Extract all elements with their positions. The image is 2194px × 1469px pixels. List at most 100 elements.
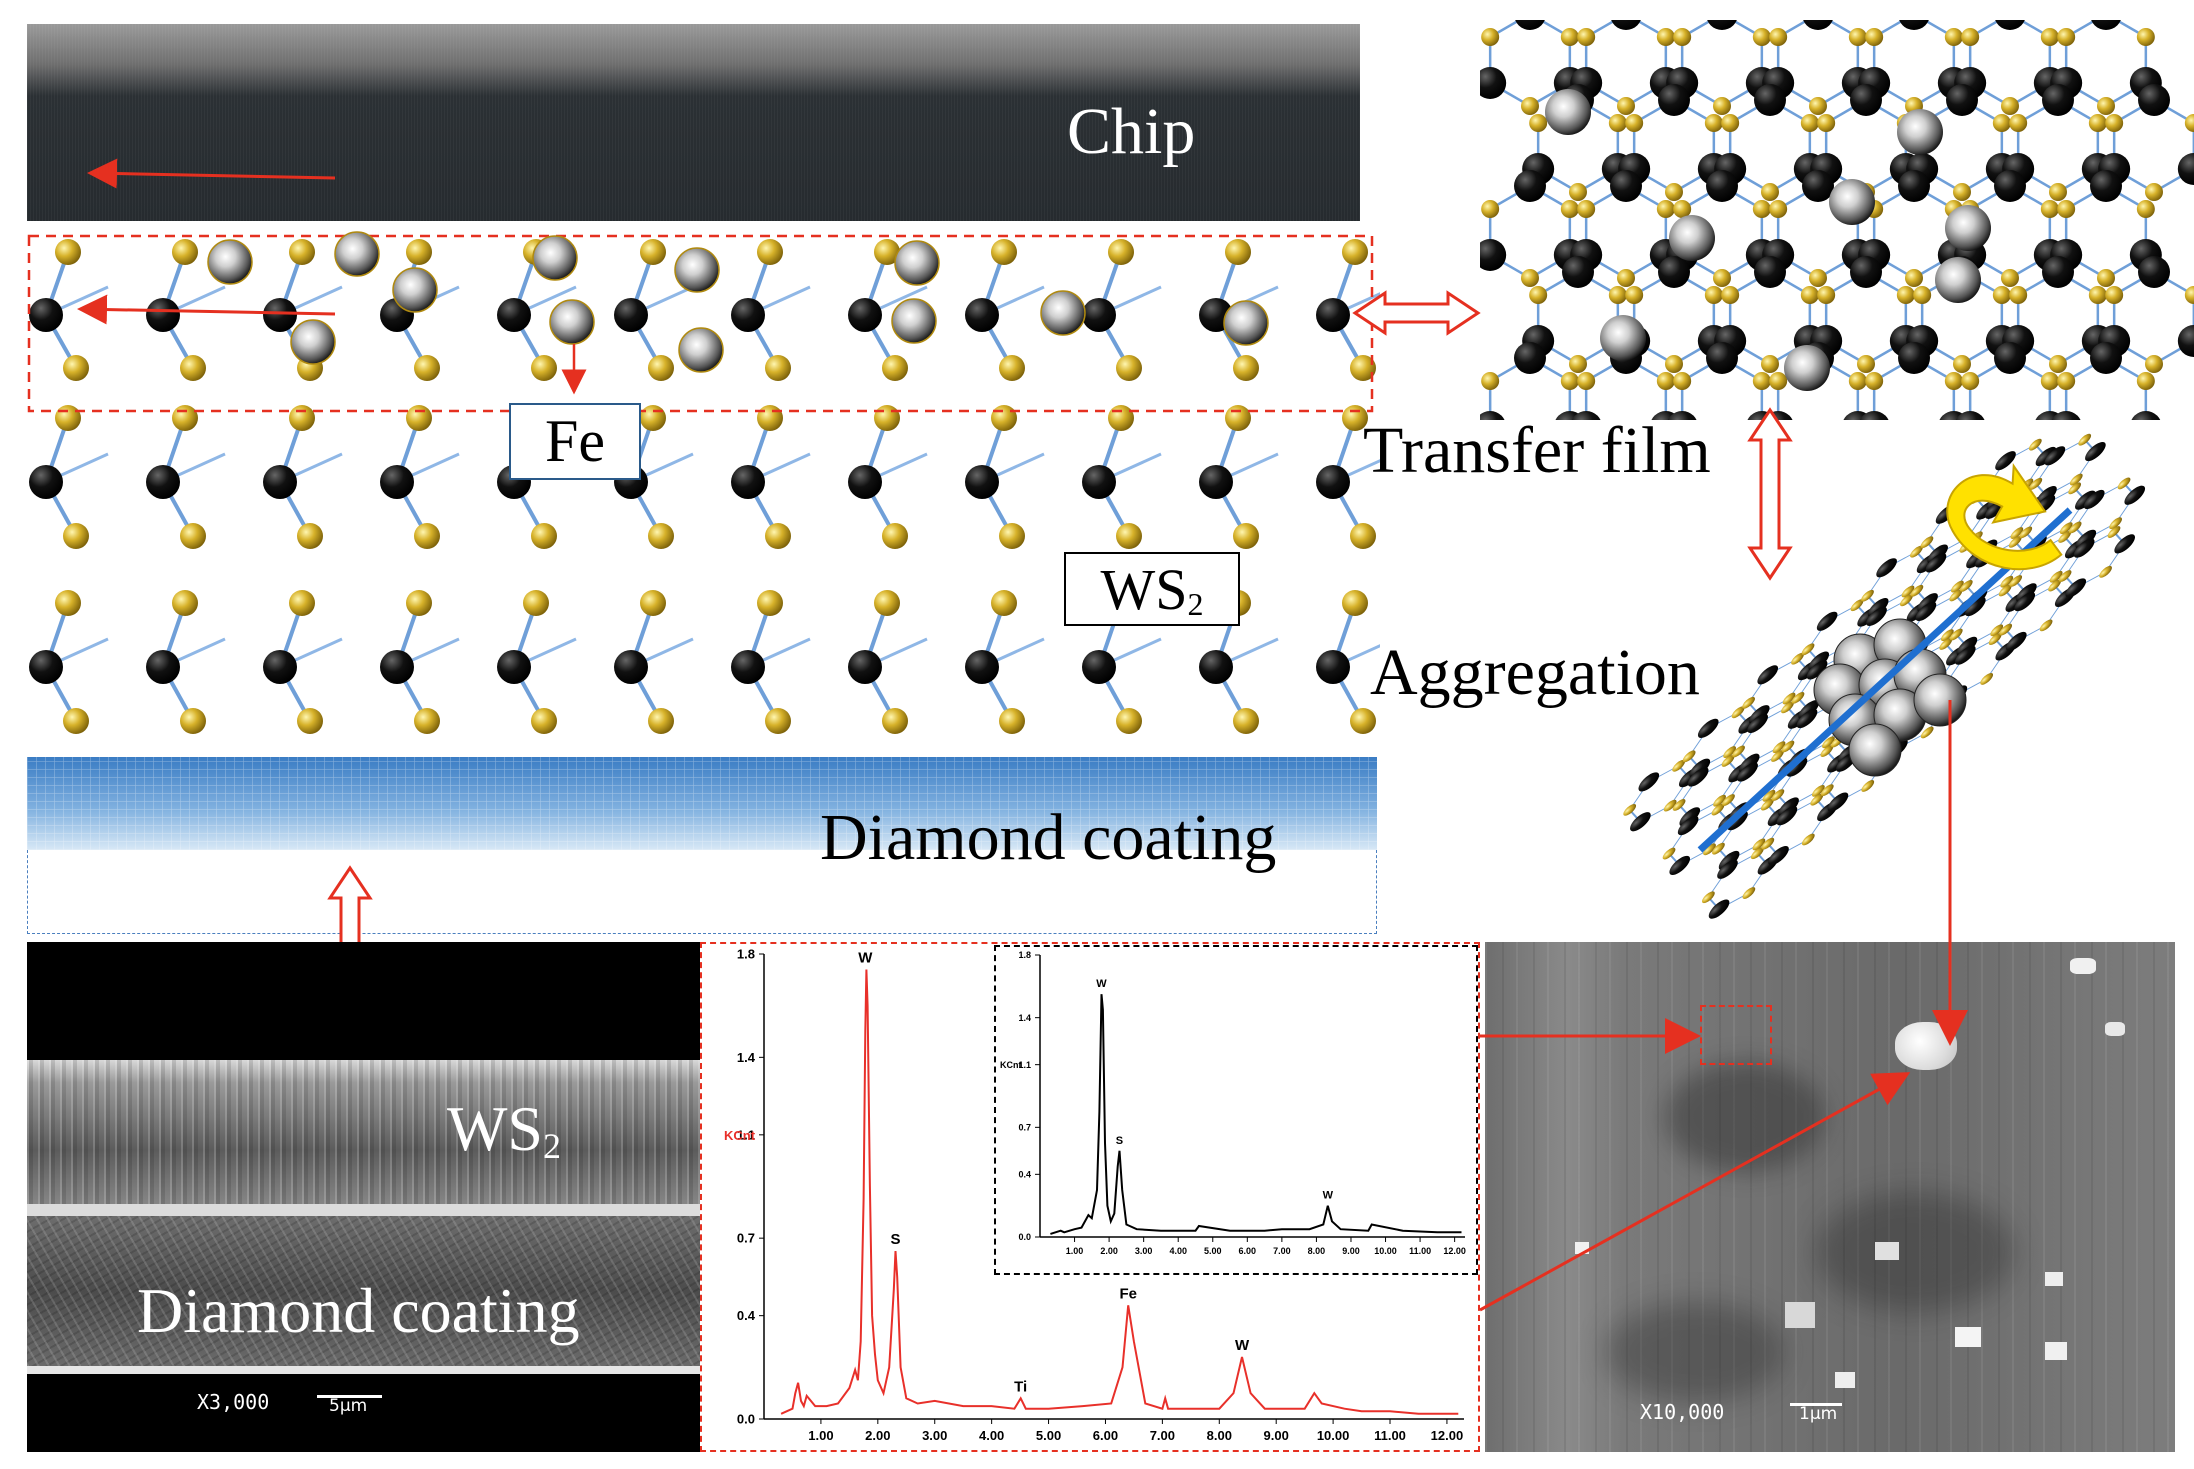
tungsten-atom: [497, 650, 531, 684]
sulfur-atom: [1857, 355, 1875, 373]
peak-label: W: [1096, 978, 1107, 990]
sulfur-atom: [1761, 837, 1775, 850]
tungsten-atom: [263, 465, 297, 499]
tungsten-atom: [1995, 20, 2025, 30]
sulfur-atom: [648, 708, 674, 734]
tungsten-atom: [1727, 811, 1748, 831]
fe-particles-layer: [207, 231, 1269, 373]
sulfur-atom: [2145, 355, 2163, 373]
tungsten-atom: [2042, 256, 2074, 288]
sulfur-atom: [1760, 798, 1774, 811]
sulfur-atom: [2057, 372, 2076, 390]
double-arrow-horizontal: [1352, 290, 1481, 336]
sulfur-atom: [1225, 239, 1251, 265]
tungsten-atom: [731, 650, 765, 684]
sem-ws2-columns: [27, 1060, 707, 1210]
sulfur-atom: [63, 523, 89, 549]
sulfur-atom: [1721, 754, 1735, 767]
sulfur-atom: [2136, 200, 2155, 218]
tungsten-atom: [1480, 67, 1507, 99]
sulfur-atom: [1761, 355, 1779, 373]
tungsten-atom: [146, 465, 180, 499]
sulfur-atom: [1999, 623, 2012, 636]
tungsten-atom: [146, 650, 180, 684]
tungsten-atom: [2073, 538, 2095, 558]
tungsten-atom: [1827, 792, 1849, 812]
sulfur-atom: [1800, 286, 1819, 304]
sulfur-atom: [1944, 28, 1963, 46]
diamond-coating-top-label: Diamond coating: [820, 801, 1277, 874]
tungsten-atom: [2177, 153, 2194, 185]
y-tick-label: 0.0: [1018, 1232, 1031, 1242]
sem-left-scale-label: 5μm: [329, 1396, 368, 1416]
tungsten-atom: [1611, 20, 1641, 30]
sulfur-atom: [757, 239, 783, 265]
sulfur-atom: [882, 708, 908, 734]
sulfur-atom: [1608, 286, 1627, 304]
sulfur-atom: [1711, 803, 1725, 816]
tungsten-atom: [848, 298, 882, 332]
chip-label: Chip: [1067, 95, 1196, 168]
tungsten-atom: [965, 465, 999, 499]
sulfur-atom: [1810, 793, 1824, 806]
sulfur-atom: [1900, 594, 1913, 607]
tungsten-atom: [2051, 411, 2081, 420]
y-tick-label: 0.7: [737, 1231, 755, 1246]
sulfur-atom: [1752, 200, 1771, 218]
iron-atom: [1223, 300, 1269, 346]
sulfur-atom: [1752, 28, 1771, 46]
sulfur-atom: [2068, 482, 2082, 495]
tungsten-atom: [2014, 592, 2036, 612]
sulfur-atom: [1905, 269, 1923, 287]
sulfur-atom: [1861, 780, 1875, 792]
sulfur-atom: [2107, 526, 2121, 538]
sulfur-atom: [1920, 726, 1934, 739]
sulfur-atom: [1990, 624, 2004, 637]
x-tick-label: 11.00: [1409, 1246, 1431, 1256]
y-tick-label: 0.4: [737, 1308, 756, 1323]
tungsten-atom: [1687, 767, 1709, 787]
sem-left-magnification: X3,000: [197, 1390, 270, 1414]
transfer-film-hexagon: [1480, 20, 2194, 420]
x-tick-label: 7.00: [1150, 1428, 1175, 1443]
sliding-arrow-chip: [87, 158, 336, 189]
iron-atom: [532, 235, 578, 281]
sulfur-atom: [2010, 527, 2024, 539]
sulfur-atom: [1988, 633, 2002, 646]
rotation-arrow-icon: [1946, 463, 2063, 571]
sem-particle: [1785, 1302, 1815, 1328]
y-tick-label: 1.8: [1018, 950, 1031, 960]
sulfur-atom: [1980, 672, 1994, 685]
tungsten-atom: [1717, 859, 1738, 879]
sulfur-atom: [2057, 200, 2076, 218]
sulfur-atom: [2145, 183, 2163, 201]
tungsten-atom: [1706, 342, 1738, 374]
tungsten-atom: [2065, 578, 2087, 598]
peak-label: Ti: [1014, 1378, 1027, 1395]
peak-label: W: [1323, 1190, 1334, 1202]
sulfur-atom: [1809, 269, 1827, 287]
sulfur-atom: [1772, 741, 1786, 754]
sulfur-atom: [1577, 372, 1596, 390]
sem-dark-patch: [1665, 1062, 1825, 1172]
sulfur-atom: [1617, 269, 1635, 287]
x-tick-label: 8.00: [1207, 1428, 1232, 1443]
tungsten-atom: [1806, 660, 1828, 680]
tungsten-atom: [2124, 485, 2146, 505]
sem-cross-section: WS2 Diamond coating X3,000 5μm: [27, 942, 707, 1452]
sulfur-atom: [1721, 286, 1740, 304]
sulfur-atom: [1762, 789, 1776, 802]
sulfur-atom: [1781, 740, 1795, 753]
sulfur-atom: [1949, 589, 1963, 602]
sulfur-atom: [1992, 114, 2011, 132]
tungsten-atom: [731, 298, 765, 332]
sulfur-atom: [531, 523, 557, 549]
sulfur-atom: [1752, 838, 1766, 851]
sulfur-atom: [2097, 269, 2115, 287]
sulfur-atom: [1350, 523, 1376, 549]
tungsten-atom: [380, 650, 414, 684]
sulfur-atom: [1342, 239, 1368, 265]
sulfur-atom: [999, 708, 1025, 734]
sulfur-atom: [1560, 200, 1579, 218]
sulfur-atom: [406, 590, 432, 616]
